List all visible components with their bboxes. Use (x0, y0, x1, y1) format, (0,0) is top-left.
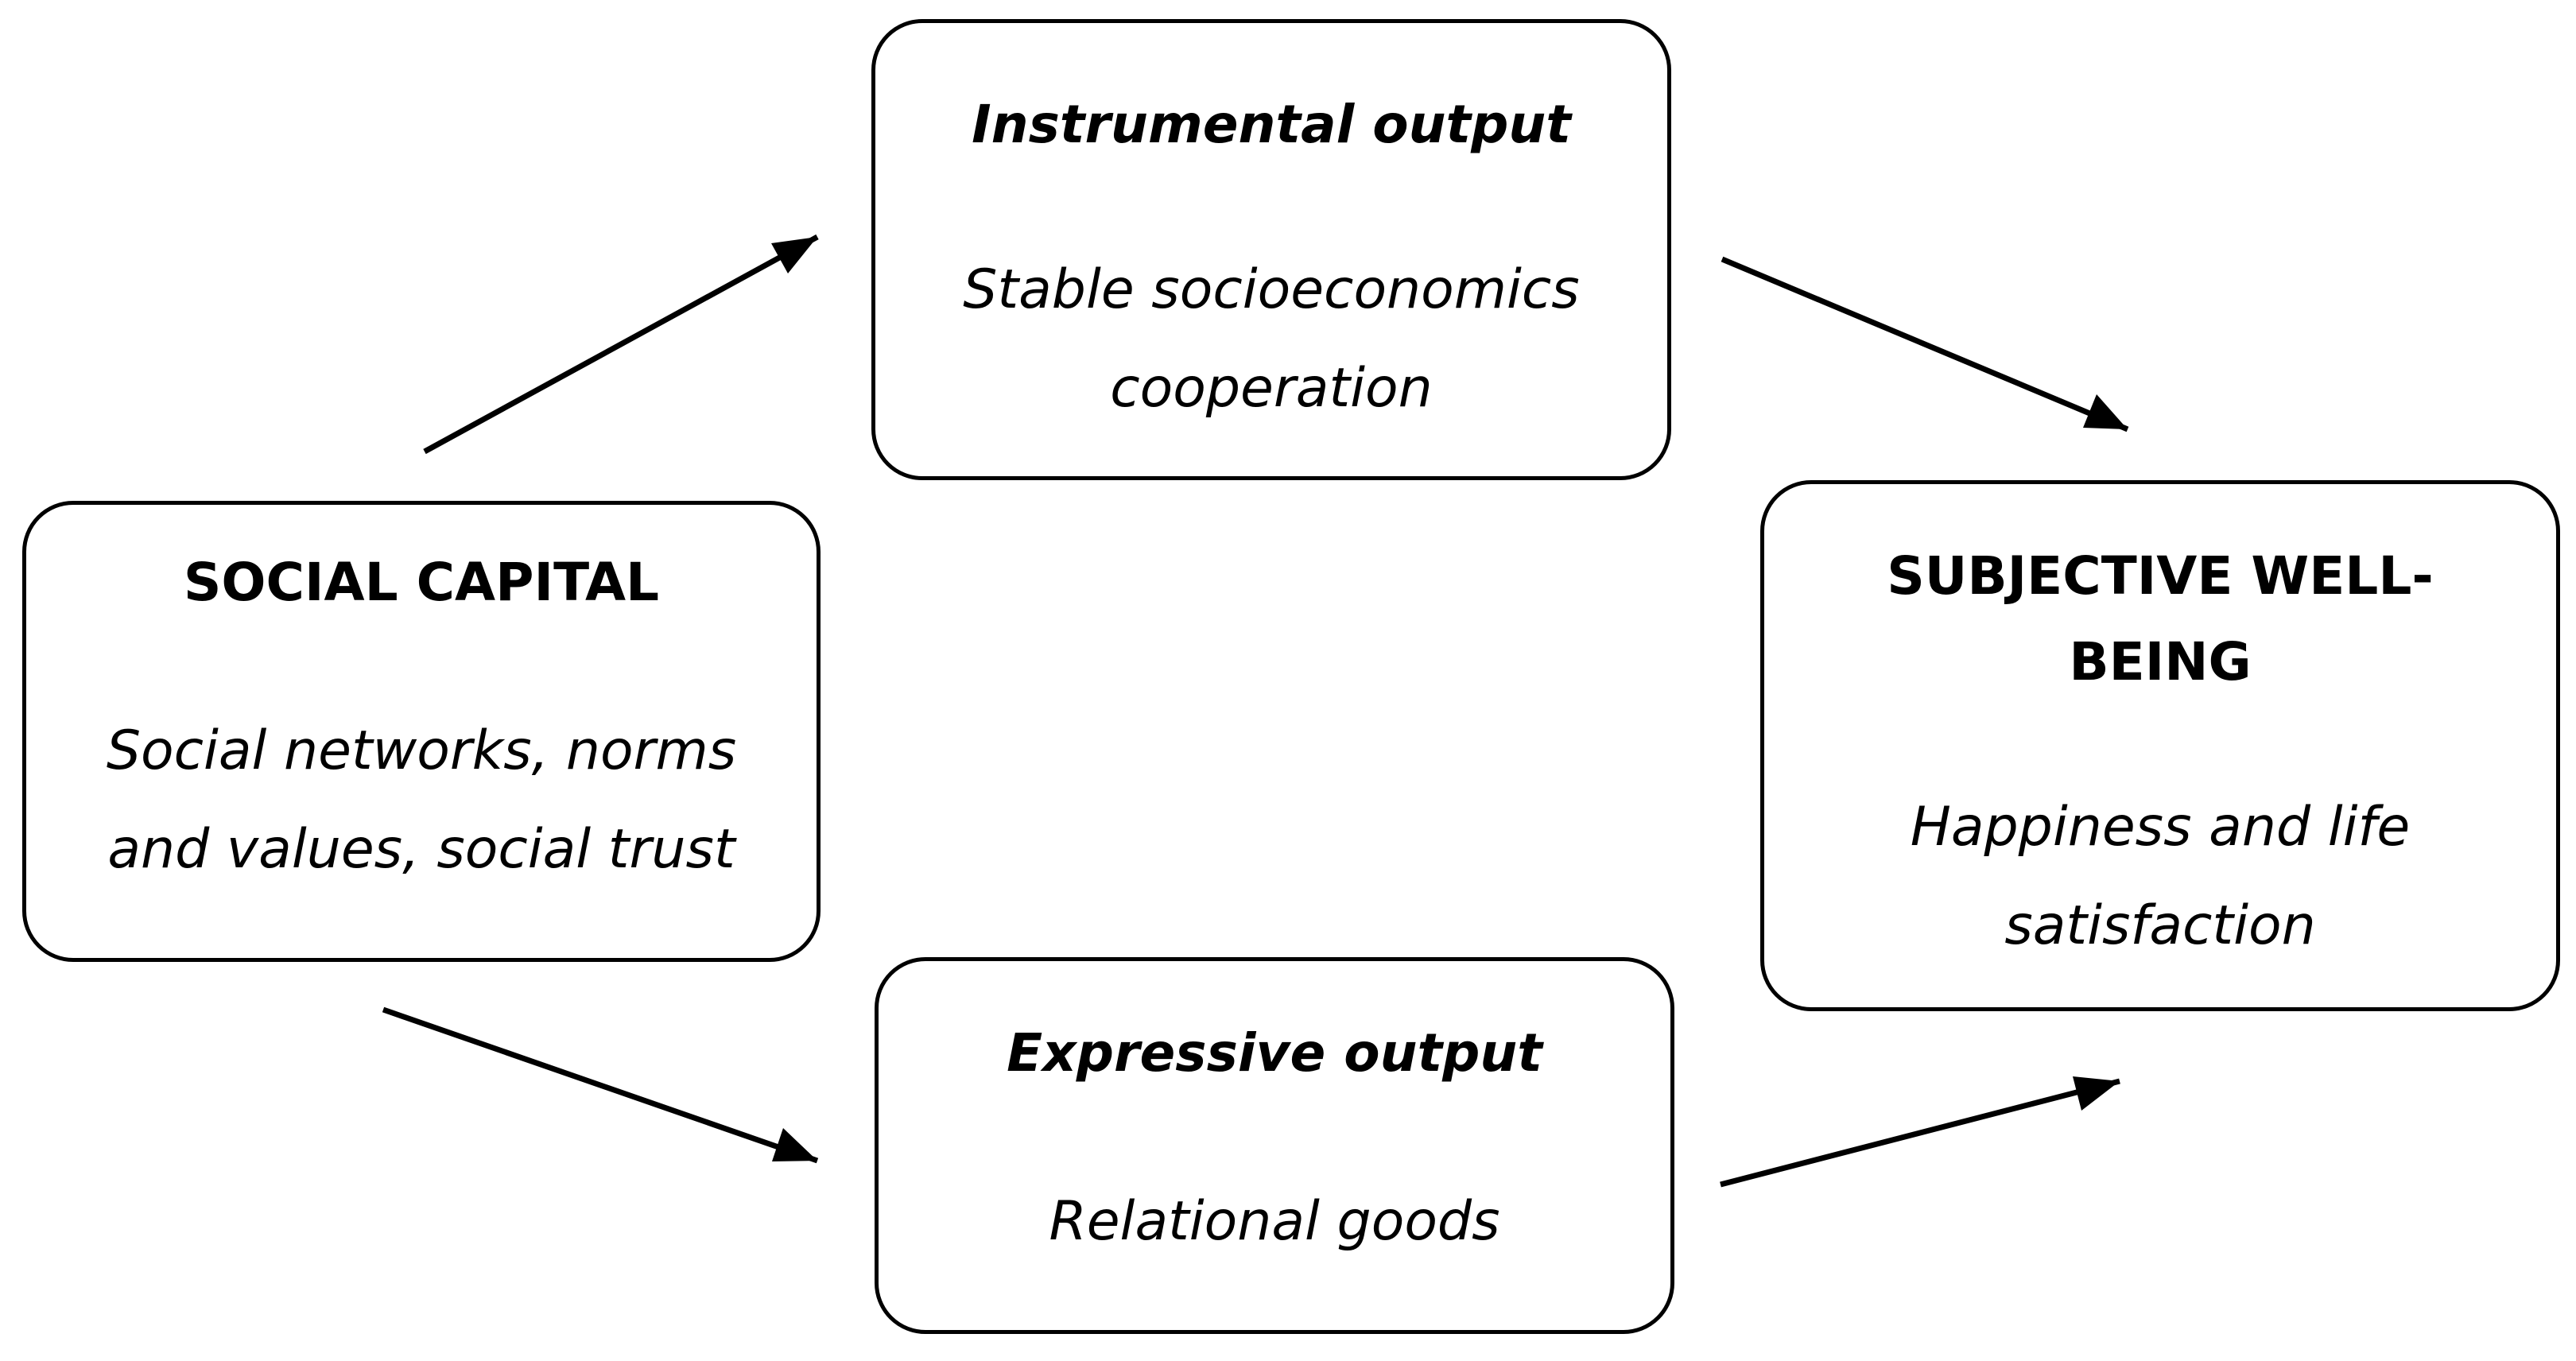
subjective-well-being-line-2: satisfaction (2004, 894, 2316, 957)
arrow-instrumental-to-subjective (1721, 256, 2129, 432)
arrowhead-social-to-instrumental (771, 237, 817, 273)
instrumental-output-box: Instrumental output Stable socioeconomic… (871, 19, 1671, 480)
arrowhead-expressive-to-subjective (2073, 1076, 2120, 1111)
social-capital-box: SOCIAL CAPITAL Social networks, norms an… (22, 501, 821, 962)
arrow-social-to-instrumental (423, 234, 819, 455)
arrowhead-instrumental-to-subjective (2083, 394, 2128, 429)
subjective-well-being-line-1: Happiness and life (1910, 796, 2411, 859)
social-capital-line-1: Social networks, norms (106, 719, 737, 782)
subjective-well-being-title: SUBJECTIVE WELL- BEING (1764, 533, 2556, 705)
subjective-well-being-title-line-2: BEING (2069, 631, 2252, 692)
arrow-expressive-to-subjective (1720, 1078, 2120, 1188)
instrumental-output-body: Stable socioeconomics cooperation (875, 241, 1667, 438)
social-capital-body: Social networks, norms and values, socia… (26, 702, 817, 899)
expressive-output-line-1: Relational goods (1049, 1190, 1500, 1253)
instrumental-output-line-1: Stable socioeconomics (963, 258, 1580, 321)
social-capital-line-2: and values, social trust (107, 818, 735, 881)
arrowhead-social-to-expressive (772, 1128, 817, 1161)
expressive-output-box: Expressive output Relational goods (875, 957, 1674, 1334)
arrow-social-to-expressive (382, 1006, 819, 1164)
instrumental-output-line-2: cooperation (1110, 357, 1433, 420)
subjective-well-being-body: Happiness and life satisfaction (1764, 778, 2556, 975)
social-capital-title: SOCIAL CAPITAL (183, 552, 660, 613)
instrumental-output-title: Instrumental output (972, 94, 1571, 155)
expressive-output-title: Expressive output (1007, 1022, 1542, 1084)
subjective-well-being-box: SUBJECTIVE WELL- BEING Happiness and lif… (1760, 480, 2560, 1011)
subjective-well-being-title-line-1: SUBJECTIVE WELL- (1887, 545, 2434, 607)
expressive-output-body: Relational goods (879, 1173, 1670, 1271)
